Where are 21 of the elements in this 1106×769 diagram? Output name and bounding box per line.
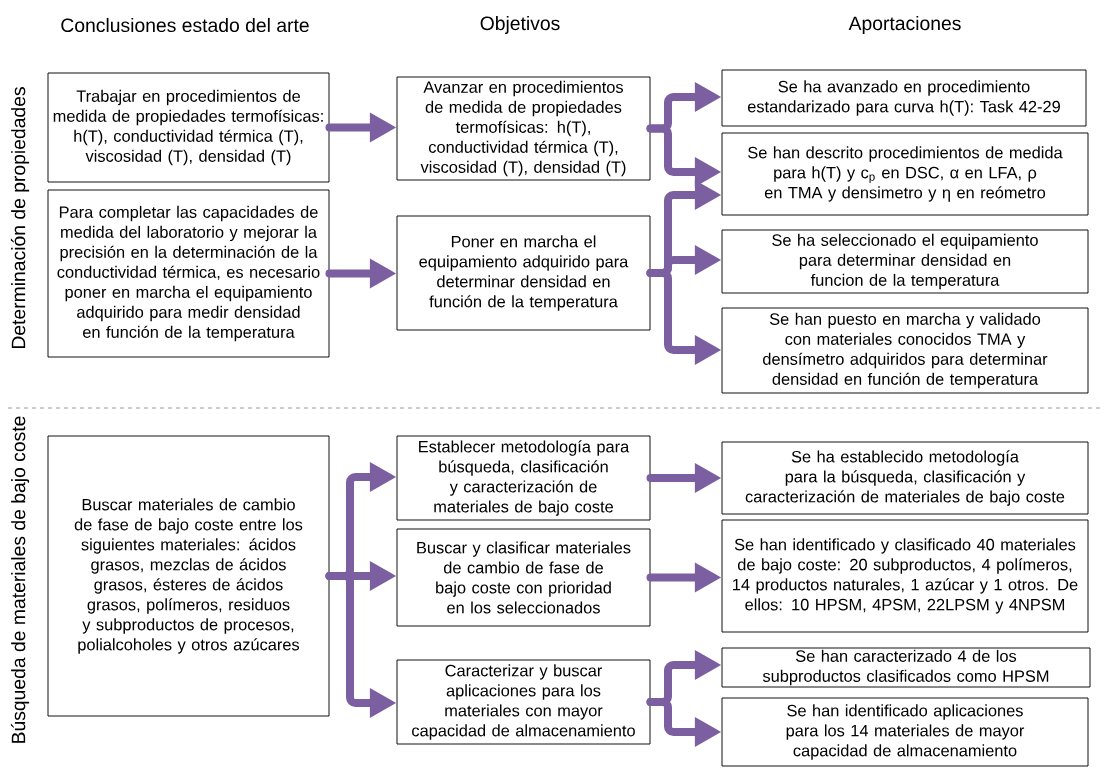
text-box: Se ha avanzado en procedimiento estandarizado para curva h(T): Task 42-29	[721, 69, 1087, 127]
text-box: Se han puesto en marcha y validado con materiales conocidos TMA y densímetro adquiridos para determinar densidad en función de temperatura	[721, 307, 1089, 394]
text-box: Avanzar en procedimientos de medida de propiedades termofísicas: h(T), conductividad térmica (T), viscosidad (T), densidad (T)	[396, 76, 651, 181]
text-box: Caracterizar y buscar aplicaciones para los materiales con mayor capacidad de almacenamiento	[396, 659, 651, 745]
text-box: Se han identificado y clasificado 40 materiales de bajo coste: 20 subproductos, 4 polímeros, 14 productos naturales, 1 azúcar y 1 otros. De ellos: 10 HPSM, 4PSM, 22LPSM y 4NPSM	[721, 519, 1089, 633]
column-header: Aportaciones	[848, 16, 961, 34]
text-box: Se han descrito procedimientos de medida para h(T) y c$_{p}$ en DSC, α en LFA, ρ en TMA y densimetro y η en reómetro	[721, 132, 1089, 216]
section-label: Búsqueda de materiales de bajo coste	[10, 416, 30, 743]
text-box: Buscar materiales de cambio de fase de bajo coste entre los siguientes materiales: ácidos grasos, mezclas de ácidos grasos, ésteres de ácidos grasos, polímeros, residuos y subproductos de procesos, polialcoholes y otros azúcares	[47, 435, 330, 717]
text-box: Trabajar en procedimientos de medida de propiedades termofísicas: h(T), conductividad térmica (T), viscosidad (T), densidad (T)	[47, 72, 330, 183]
text-box: Se han caracterizado 4 de los subproductos clasificados como HPSM	[721, 647, 1091, 688]
section-label: Determinación de propiedades	[10, 87, 30, 349]
text-box: Se ha establecido metodología para la búsqueda, clasificación y caracterización de materiales de bajo coste	[721, 441, 1089, 515]
text-box: Establecer metodología para búsqueda, clasificación y caracterización de materiales de bajo coste	[396, 435, 651, 521]
text-box: Para completar las capacidades de medida del laboratorio y mejorar la precisión en la determinación de la conductividad térmica, es necesario poner en marcha el equipamiento adquirido para medir densidad en función de la temperatura	[47, 189, 330, 358]
text-box: Poner en marcha el equipamiento adquirido para determinar densidad en función de la temperatura	[396, 215, 651, 331]
text-box: Se ha seleccionado el equipamiento para determinar densidad en funcion de la temperatura	[721, 229, 1089, 294]
text-box: Se han identificado aplicaciones para los 14 materiales de mayor capacidad de almacenamiento	[721, 697, 1089, 767]
column-header: Objetivos	[480, 16, 560, 34]
column-header: Conclusiones estado del arte	[61, 17, 309, 33]
text-box: Buscar y clasificar materiales de cambio de fase de bajo coste con prioridad en los seleccionados	[396, 528, 651, 627]
